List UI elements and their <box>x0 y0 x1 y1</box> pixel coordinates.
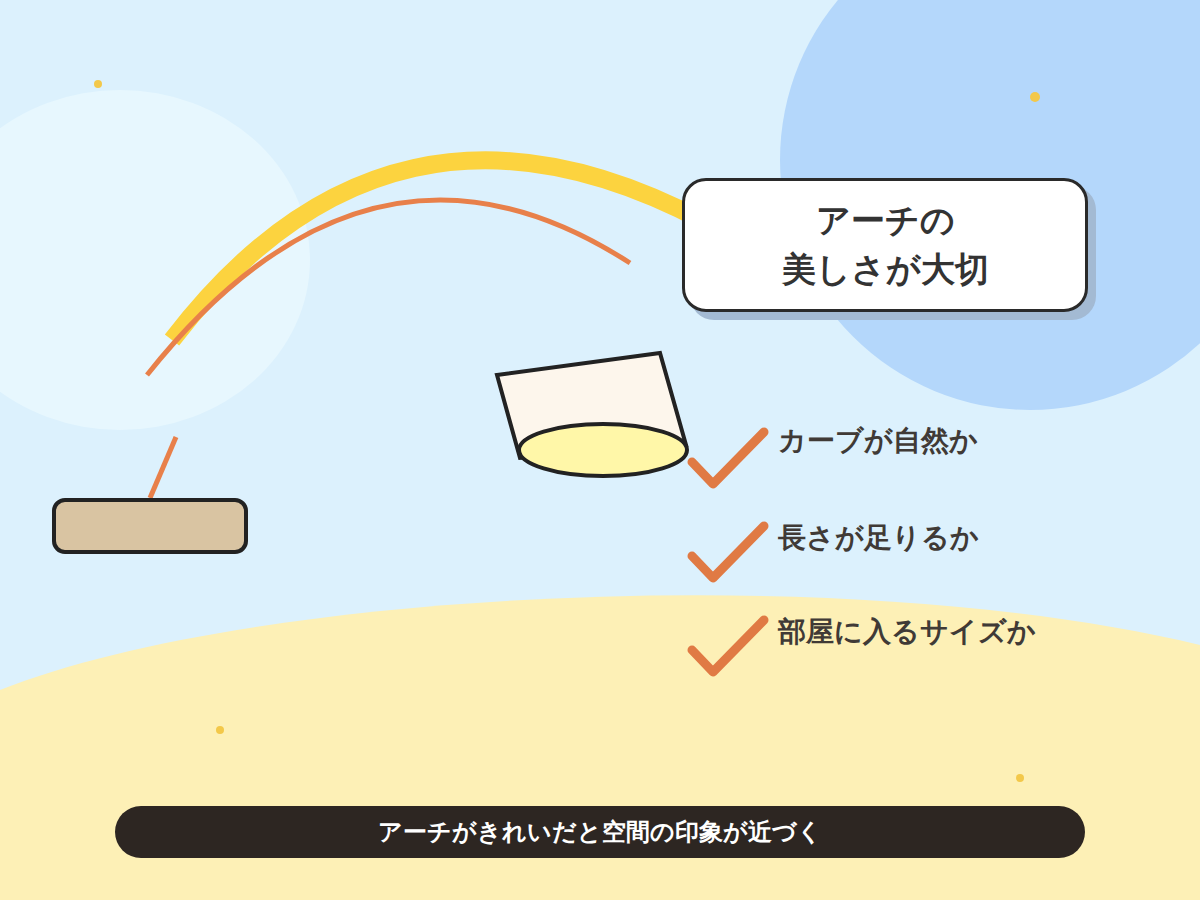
ground <box>0 595 1200 900</box>
check-item: 長さが足りるか <box>778 519 979 557</box>
lamp-arch <box>172 160 705 340</box>
node-text: アーチの 美しさが大切 <box>735 196 1035 295</box>
check-item: 部屋に入るサイズか <box>778 613 1036 651</box>
lamp-base <box>54 500 246 552</box>
check-marks <box>692 432 764 672</box>
lamp-pole <box>150 437 176 498</box>
lamp-light <box>519 424 687 476</box>
node-text: アーチがきれいだと空間の印象が近づく <box>378 816 822 848</box>
check-item: カーブが自然か <box>778 422 978 460</box>
callout-box: アーチの 美しさが大切 <box>682 178 1088 312</box>
arch-line <box>147 200 630 375</box>
caption-bar: アーチがきれいだと空間の印象が近づく <box>115 806 1085 858</box>
